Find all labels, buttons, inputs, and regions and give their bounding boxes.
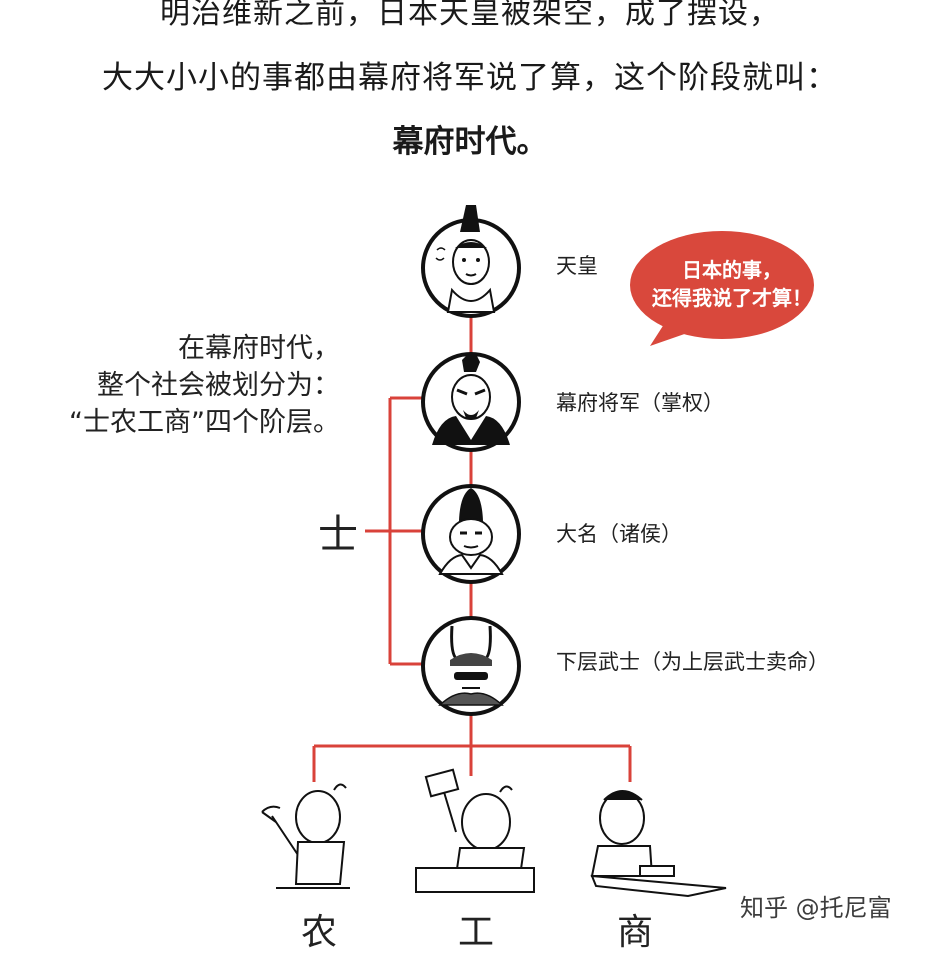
hierarchy-label-daimyo: 大名（诸侯） <box>556 521 682 547</box>
samurai-class-label: 士 <box>318 510 358 560</box>
merchant-figure <box>592 791 726 896</box>
speech-bubble-text: 日本的事， 还得我说了才算！ <box>632 256 832 312</box>
intro-line-3: “士农工商”四个阶层。 <box>10 404 340 441</box>
shogun-portrait <box>423 354 519 450</box>
intro-line-1: 在幕府时代， <box>10 330 340 367</box>
intro-text: 在幕府时代， 整个社会被划分为： “士农工商”四个阶层。 <box>10 330 340 441</box>
speech-bubble-line-2: 还得我说了才算！ <box>632 284 832 312</box>
intro-line-2: 整个社会被划分为： <box>10 367 340 404</box>
class-label-craftsman: 工 <box>446 910 506 956</box>
class-label-merchant: 商 <box>605 910 665 956</box>
watermark: 知乎 @托尼富 <box>740 893 892 923</box>
emperor-portrait <box>423 205 519 316</box>
speech-bubble-line-1: 日本的事， <box>632 256 832 284</box>
hierarchy-label-lower-samurai: 下层武士（为上层武士卖命） <box>556 649 829 675</box>
hierarchy-label-emperor: 天皇 <box>556 253 598 279</box>
class-label-farmer: 农 <box>289 910 349 956</box>
hierarchy-label-shogun: 幕府将军（掌权） <box>556 390 724 416</box>
farmer-figure <box>262 784 350 888</box>
lower-samurai-portrait <box>423 618 519 714</box>
craftsman-figure <box>416 770 534 892</box>
daimyo-portrait <box>423 486 519 582</box>
